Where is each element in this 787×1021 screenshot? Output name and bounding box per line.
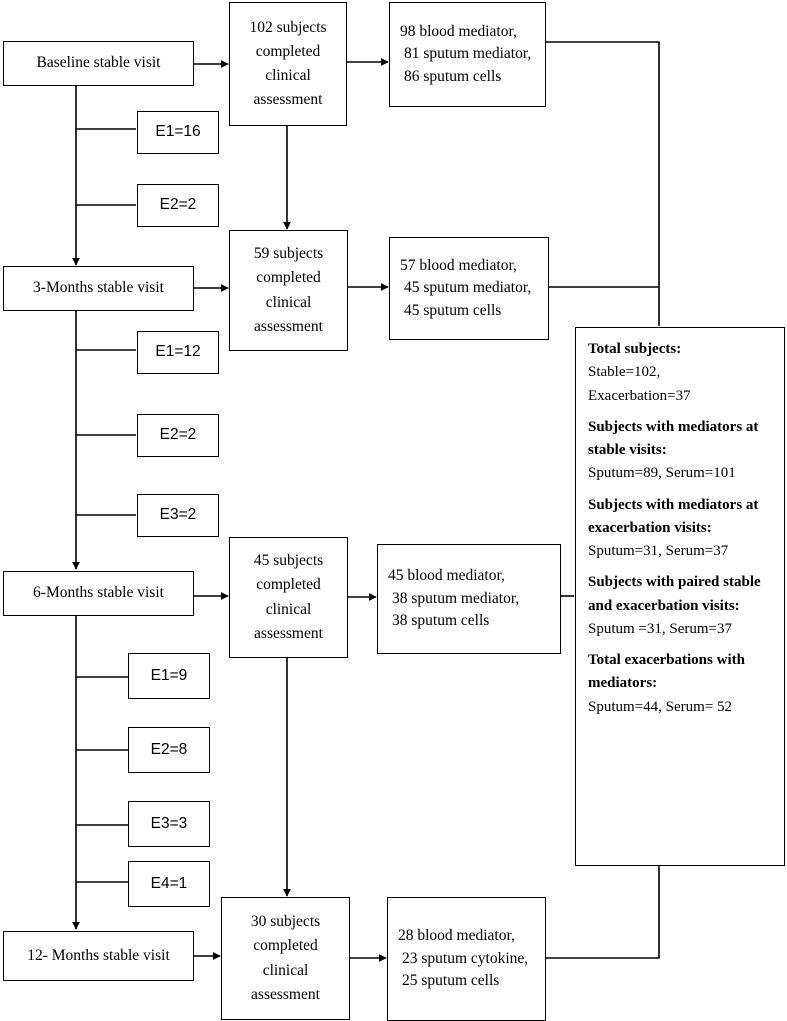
summary-heading: Subjects with mediators at stable visits… [588,418,759,458]
summary-section-total-exacerbations: Total exacerbations with mediators: Sput… [588,649,776,719]
sample-line: 81 sputum mediator, [404,45,532,63]
assessment-line: assessment [251,985,320,1003]
exacerbation-label: E3=2 [159,506,197,524]
samples-box-6-months: 45 blood mediator, 38 sputum mediator, 3… [377,544,561,654]
exacerbation-label: E1=12 [155,343,201,361]
assessment-line: 30 subjects [250,913,321,931]
assessment-line: assessment [254,317,323,335]
sample-line: 45 sputum mediator, [404,279,532,297]
sample-line: 38 sputum mediator, [392,589,520,607]
summary-value: Exacerbation=37 [588,387,691,404]
sample-line: 25 sputum cells [402,972,500,990]
sample-line: 23 sputum cytokine, [402,949,529,967]
assessment-line: assessment [254,624,323,642]
summary-heading: Total subjects: [588,341,682,357]
exacerbation-box-3m-e1: E1=12 [137,331,219,374]
assessment-line: clinical [265,67,311,84]
visit-label: 12- Months stable visit [27,946,170,964]
visit-box-6-months: 6-Months stable visit [3,571,194,616]
assessment-line: clinical [265,293,312,311]
summary-section-stable-mediators: Subjects with mediators at stable visits… [588,416,776,486]
exacerbation-box-6m-e3: E3=3 [128,801,210,847]
assessment-line: 45 subjects [253,552,324,570]
summary-value: Sputum=44, Serum= 52 [588,698,733,715]
visit-label: 6-Months stable visit [33,584,164,602]
sample-line: 98 blood mediator, [400,22,517,40]
exacerbation-box-6m-e1: E1=9 [128,653,210,699]
visit-box-baseline: Baseline stable visit [3,41,194,86]
sample-line: 57 blood mediator, [400,256,517,274]
assessment-line: 59 subjects [253,245,324,263]
summary-heading: Subjects with paired stable and exacerba… [588,574,761,614]
summary-value: Sputum=89, Serum=101 [588,465,736,482]
exacerbation-label: E2=2 [159,196,197,214]
exacerbation-box-baseline-e2: E2=2 [137,184,219,227]
exacerbation-box-baseline-e1: E1=16 [137,111,219,154]
exacerbation-label: E2=8 [150,740,188,758]
samples-box-baseline: 98 blood mediator, 81 sputum mediator, 8… [389,2,546,107]
samples-box-3-months: 57 blood mediator, 45 sputum mediator, 4… [389,237,549,340]
summary-heading: Subjects with mediators at exacerbation … [588,496,759,536]
assessment-line: completed [256,269,321,287]
exacerbation-box-6m-e4: E4=1 [128,861,210,907]
visit-label: Baseline stable visit [36,54,161,72]
exacerbation-label: E1=16 [155,123,201,141]
summary-section-exacerbation-mediators: Subjects with mediators at exacerbation … [588,494,776,564]
sample-line: 86 sputum cells [404,67,502,85]
exacerbation-label: E1=9 [150,666,188,684]
summary-box: Total subjects: Stable=102, Exacerbation… [575,327,785,866]
summary-value: Sputum=31, Serum=37 [588,543,729,559]
sample-line: 45 sputum cells [404,301,502,319]
assessment-box-6-months: 45 subjects completed clinical assessmen… [229,537,348,658]
sample-line: 38 sputum cells [392,612,490,630]
exacerbation-label: E3=3 [150,814,188,832]
exacerbation-label: E2=2 [159,426,197,444]
assessment-line: completed [253,937,318,955]
assessment-line: completed [256,576,321,594]
assessment-line: clinical [262,961,309,979]
sample-line: 28 blood mediator, [398,927,515,945]
exacerbation-box-3m-e2: E2=2 [137,414,219,457]
assessment-line: assessment [253,91,323,109]
samples-box-12-months: 28 blood mediator, 23 sputum cytokine, 2… [387,897,546,1021]
exacerbation-label: E4=1 [150,874,188,892]
assessment-line: clinical [265,600,312,618]
visit-box-12-months: 12- Months stable visit [3,931,194,981]
visit-label: 3-Months stable visit [33,279,164,297]
exacerbation-box-6m-e2: E2=8 [128,727,210,773]
assessment-box-baseline: 102 subjects completed clinical assessme… [229,2,347,126]
summary-heading: Total exacerbations with mediators: [588,652,745,692]
visit-box-3-months: 3-Months stable visit [3,266,194,311]
assessment-box-12-months: 30 subjects completed clinical assessmen… [221,897,350,1020]
sample-line: 45 blood mediator, [388,567,505,585]
assessment-line: completed [255,42,321,60]
summary-section-paired-visits: Subjects with paired stable and exacerba… [588,571,776,641]
summary-value: Stable=102, [588,364,661,381]
summary-section-total-subjects: Total subjects: Stable=102, Exacerbation… [588,338,776,408]
assessment-line: 102 subjects [249,18,327,36]
exacerbation-box-3m-e3: E3=2 [137,494,219,537]
assessment-box-3-months: 59 subjects completed clinical assessmen… [229,230,348,351]
summary-value: Sputum =31, Serum=37 [588,620,733,637]
